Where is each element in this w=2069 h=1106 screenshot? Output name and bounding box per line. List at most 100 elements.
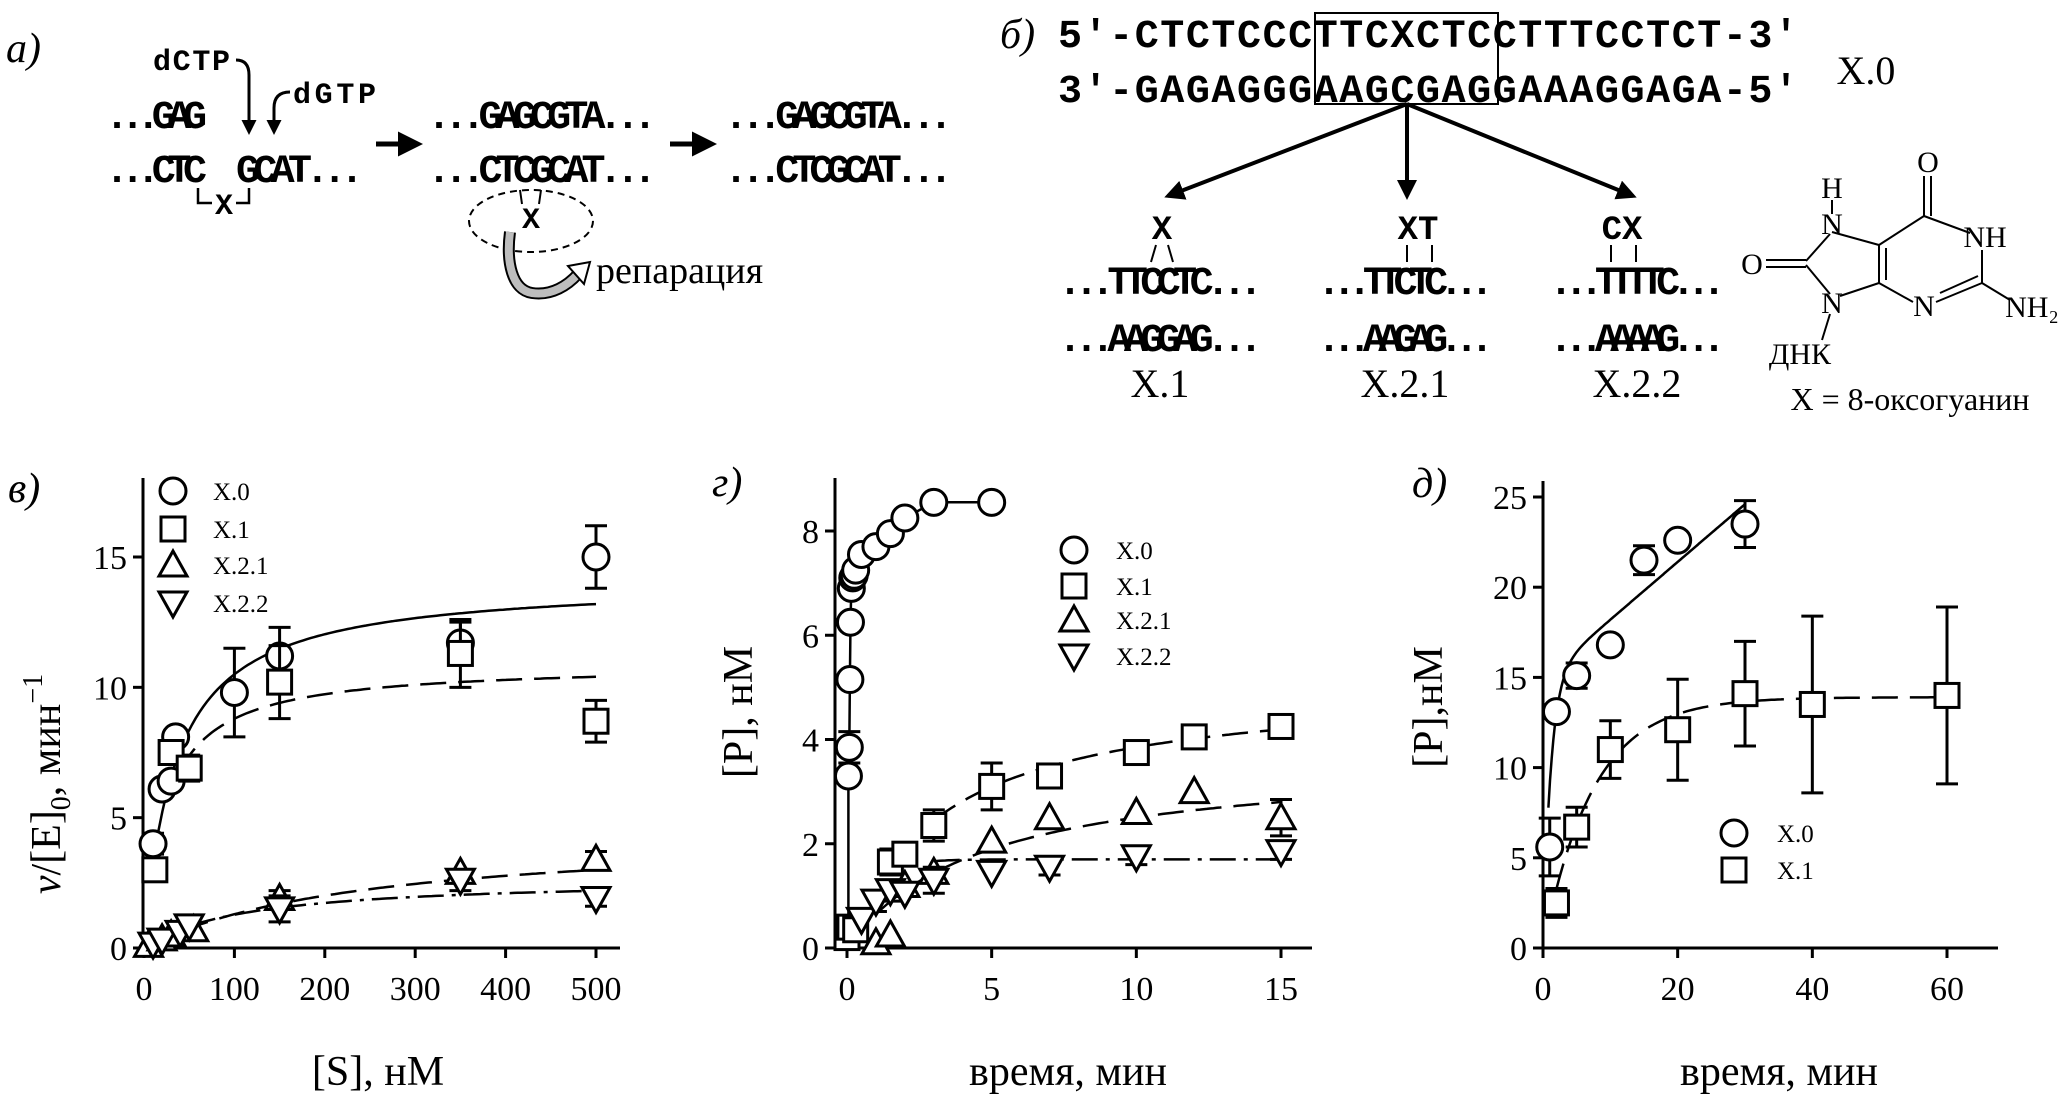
data-point <box>978 772 1006 800</box>
data-point <box>1267 712 1295 740</box>
data-point <box>1032 800 1067 831</box>
series-X.0 <box>1535 499 1760 878</box>
y-label-sub: 0 <box>46 796 77 810</box>
legend-label: X.1 <box>1116 574 1153 601</box>
series-X.2.1 <box>131 842 613 958</box>
atom-label: N <box>1821 287 1843 320</box>
arrow-icon <box>1164 102 1408 200</box>
data-point <box>1119 844 1153 874</box>
fit-curve <box>179 675 597 771</box>
variant-name: X.1 <box>1131 361 1190 406</box>
x-tick-label: 60 <box>1930 971 1964 1008</box>
strand-bottom-2: ...CTCGCAT... <box>427 150 657 195</box>
arrow-icon <box>1406 102 1637 200</box>
lesion-x: X <box>215 190 233 224</box>
x-tick-label: 0 <box>136 971 153 1008</box>
data-point <box>219 678 249 708</box>
data-point <box>835 665 865 695</box>
data-point <box>1119 795 1153 825</box>
data-point <box>1264 839 1298 869</box>
broken-bond-icon <box>519 189 542 205</box>
legend-marker <box>1057 643 1091 674</box>
variant-top: ...TTCCTC... <box>1058 262 1263 307</box>
lesion-bracket-icon <box>196 188 251 205</box>
x-tick-label: 100 <box>209 971 260 1008</box>
data-point <box>582 707 610 735</box>
data-point <box>920 812 948 840</box>
y-label-tail: , мин <box>24 704 70 797</box>
legend-marker <box>1719 818 1749 848</box>
series-X.1 <box>141 618 610 884</box>
legend-marker <box>158 476 188 506</box>
x-tick-label: 0 <box>839 971 856 1008</box>
y-tick-label: 0 <box>1510 931 1527 968</box>
x-axis-label: [S], нМ <box>312 1049 444 1095</box>
legend-label: X.2.2 <box>213 591 269 618</box>
y-tick-label: 25 <box>1493 480 1527 517</box>
strand-bottom-1-right: GCAT... <box>236 150 364 195</box>
variant-x21: XT ...TTCTC... ...AAGAG... X.2.1 <box>1317 212 1494 406</box>
series-X.1 <box>1542 605 1961 919</box>
data-point <box>1563 813 1591 841</box>
x-tick-label: 20 <box>1661 971 1695 1008</box>
data-point <box>835 607 865 637</box>
atom-label: H <box>1821 172 1843 205</box>
legend-marker <box>1720 856 1748 884</box>
atom-label: NH <box>1963 221 2006 254</box>
x-tick-label: 400 <box>480 971 531 1008</box>
data-point <box>890 503 920 533</box>
y-axis-label: [P], нМ <box>716 646 762 778</box>
atom-label: O <box>1741 248 1763 281</box>
legend-label: X.1 <box>1777 858 1814 885</box>
data-point <box>833 761 863 791</box>
x-tick-label: 500 <box>571 971 622 1008</box>
data-point <box>1595 630 1625 660</box>
strand-bottom-3: ...CTCGCAT... <box>724 150 953 195</box>
legend-label: X.2.1 <box>1116 608 1172 635</box>
data-point <box>1122 739 1150 767</box>
dctp-label: dCTP <box>153 46 230 80</box>
data-point <box>1730 509 1760 539</box>
atom-label: NH₂ <box>2005 291 2059 324</box>
data-point <box>446 639 474 667</box>
y-tick-label: 0 <box>802 931 819 968</box>
variant-insert: XT <box>1398 212 1439 250</box>
data-point <box>138 829 168 859</box>
x-axis-label: время, мин <box>1680 1049 1878 1095</box>
series-X.0 <box>833 487 1007 948</box>
data-point <box>1264 800 1298 831</box>
variant-bottom: ...AAGAG... <box>1317 319 1494 364</box>
legend-marker <box>1057 602 1091 633</box>
series-X.1 <box>833 712 1295 952</box>
data-point <box>1180 723 1208 751</box>
oxoguanine-structure: H N O NH NH₂ N N O ДНК X = 8-оксогуанин <box>1741 146 2059 417</box>
variant-top: ...TTTTC... <box>1549 262 1726 307</box>
data-point <box>1541 697 1571 727</box>
variant-insert: X <box>1152 212 1173 250</box>
y-tick-label: 5 <box>1510 841 1527 878</box>
y-tick-label: 2 <box>802 827 819 864</box>
variant-bottom: ...AAGGAG... <box>1058 319 1263 364</box>
data-point <box>975 859 1009 890</box>
variant-x1: X ...TTCCTC... ...AAGGAG... X.1 <box>1058 212 1263 406</box>
dgtp-label: dGTP <box>293 79 376 113</box>
x-tick-label: 0 <box>1535 971 1552 1008</box>
fit-curve <box>149 602 597 879</box>
bond-lines <box>1610 245 1637 262</box>
fit-curve <box>1555 696 1947 890</box>
data-point <box>443 867 477 898</box>
y-tick-label: 10 <box>93 670 127 707</box>
atom-label: N <box>1821 208 1843 241</box>
data-point <box>917 867 951 898</box>
lesion-x-2: X <box>522 204 540 238</box>
strand-top-3: ...GAGCGTA... <box>724 96 953 141</box>
fit-curve <box>147 868 597 947</box>
y-tick-label: 15 <box>1493 660 1527 697</box>
legend-label: X.0 <box>213 479 250 506</box>
y-label-mid: /[E] <box>24 810 70 875</box>
y-axis-label: v/[E]0, мин−1 <box>18 674 77 894</box>
legend-marker <box>156 590 190 621</box>
